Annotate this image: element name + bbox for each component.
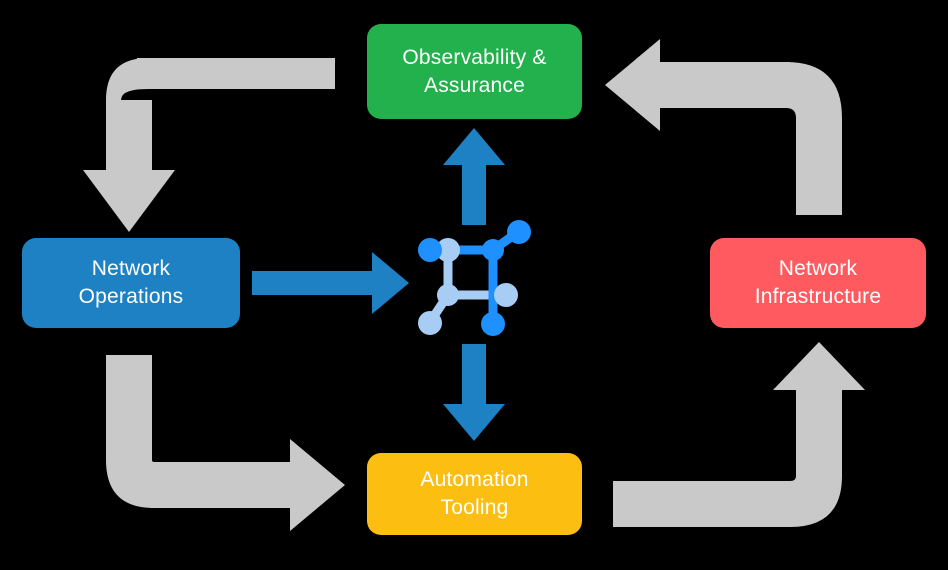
connector-observability-to-operations — [83, 58, 335, 232]
network-topology-icon — [418, 220, 538, 340]
connector-operations-to-automation — [106, 355, 345, 531]
connector-automation-to-infrastructure — [613, 342, 865, 527]
node-automation-tooling[interactable]: Automation Tooling — [367, 453, 582, 535]
node-observability-assurance[interactable]: Observability & Assurance — [367, 24, 582, 119]
node-network-infrastructure[interactable]: Network Infrastructure — [710, 238, 926, 328]
arrow-operations-to-center — [252, 252, 409, 314]
connector-infrastructure-to-observability — [605, 39, 842, 215]
arrow-center-to-automation — [443, 344, 505, 441]
node-network-operations[interactable]: Network Operations — [22, 238, 240, 328]
arrow-center-to-observability — [443, 128, 505, 225]
